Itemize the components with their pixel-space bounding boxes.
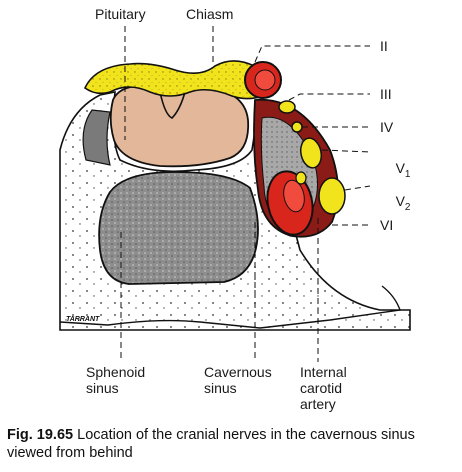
sphenoid-sinus-shape: [98, 171, 259, 285]
label-nerve-iii: III: [380, 86, 392, 102]
label-pituitary: Pituitary: [95, 6, 146, 22]
label-cavernous-sinus: Cavernous sinus: [204, 364, 272, 396]
label-nerve-v2: V2: [380, 177, 411, 232]
optic-chiasm: [84, 60, 270, 100]
carotid-lumen: [283, 179, 305, 213]
nerve-vi: [295, 171, 307, 185]
left-sinus-wall: [82, 109, 111, 166]
label-nerve-iv: IV: [380, 119, 394, 135]
optic-nerve-ii-inner: [254, 69, 276, 91]
label-internal-carotid-artery: Internal carotid artery: [300, 364, 347, 412]
figure-number: Fig. 19.65: [7, 427, 74, 443]
leader-ii: [254, 45, 370, 63]
nerve-v1: [299, 137, 323, 169]
label-nerve-v2-sub: 2: [404, 201, 411, 213]
leader-iii: [288, 93, 370, 101]
label-chiasm: Chiasm: [186, 6, 234, 22]
nerve-leader-lines: [254, 45, 371, 226]
figure-caption-text: Location of the cranial nerves in the ca…: [7, 427, 415, 461]
label-nerve-v2-base: V: [395, 193, 405, 209]
nerve-iv: [291, 121, 303, 133]
nerve-v2: [318, 177, 346, 215]
skull-base-outline: [59, 285, 401, 329]
label-nerve-v1-sub: 1: [404, 168, 411, 180]
label-nerve-v1: V1: [380, 144, 411, 199]
pituitary-gland: [109, 84, 250, 168]
label-nerve-ii: II: [380, 38, 388, 54]
leader-v2: [344, 185, 371, 191]
label-nerve-v1-base: V: [395, 160, 405, 176]
nerve-iii: [278, 100, 296, 114]
leader-v1: [321, 149, 371, 153]
structure-leader-lines: [120, 26, 319, 362]
artist-signature: TARRANT: [66, 316, 100, 323]
label-sphenoid-sinus: Sphenoid sinus: [86, 364, 146, 396]
label-nerve-vi: VI: [380, 217, 394, 233]
figure-caption: Fig. 19.65 Location of the cranial nerve…: [7, 426, 457, 462]
pituitary-stalk: [159, 91, 186, 119]
